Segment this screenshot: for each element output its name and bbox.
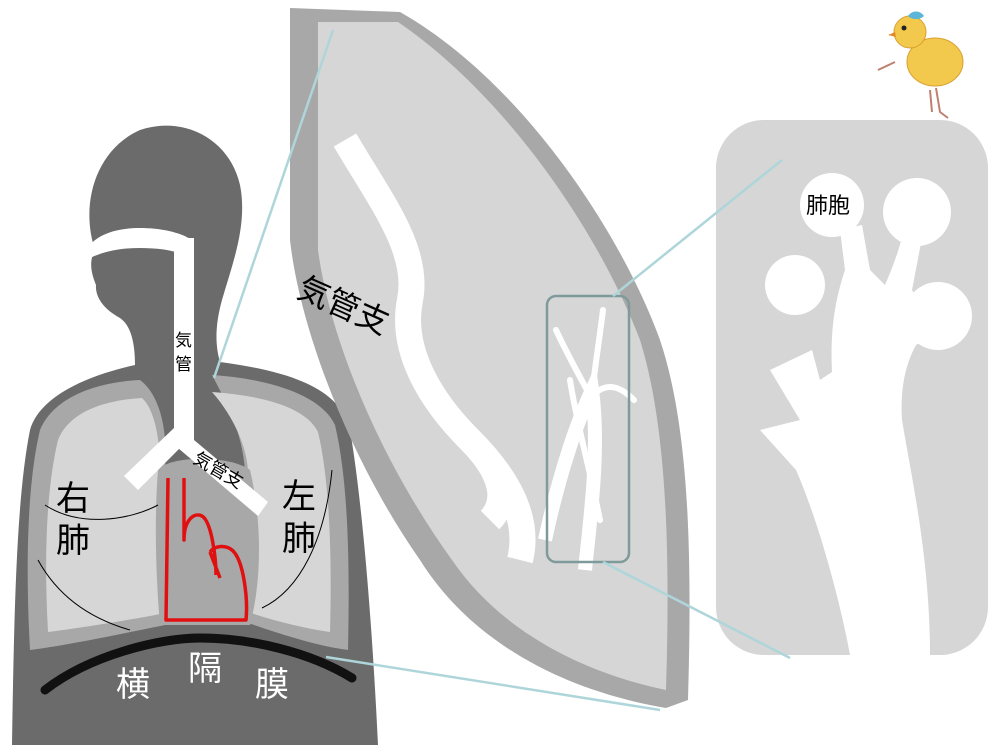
bronchiole-tree: [760, 215, 944, 655]
diaphragm-label-3: 膜: [255, 665, 289, 705]
enlarged-bronchus: [333, 133, 536, 564]
right-lung: [46, 398, 160, 632]
nasal-airway: [82, 228, 192, 262]
enlarged-lung: [290, 8, 690, 708]
connector-line: [602, 560, 791, 660]
connector-line: [212, 29, 335, 379]
chick-head: [893, 15, 927, 49]
chick-illustration: [877, 11, 964, 119]
right-lung-label-2: 肺: [56, 521, 90, 561]
right-bronchus: [124, 428, 188, 490]
torso-figure: [12, 125, 378, 746]
diaphragm: [40, 633, 357, 695]
chick-body: [906, 37, 964, 87]
chick-bow: [908, 11, 924, 19]
chick-beak: [888, 32, 896, 37]
zoom-connectors: [212, 29, 791, 712]
left-bronchus: [178, 428, 268, 516]
left-lung-label-2: 肺: [282, 519, 316, 559]
diaphragm-label-2: 隔: [188, 649, 222, 689]
trachea-label-2: 管: [175, 355, 192, 375]
enlarged-lung-inner: [318, 22, 668, 690]
diaphragm-label-1: 横: [116, 665, 150, 705]
chick-eye: [901, 25, 907, 31]
alveolus: [904, 282, 972, 350]
right-lung-fissure-lower: [37, 559, 131, 631]
zoom-box: [545, 294, 631, 564]
chick-wing: [877, 61, 896, 71]
connector-line: [325, 655, 661, 712]
trachea-label-1: 気: [175, 331, 192, 351]
alveolus: [765, 255, 825, 315]
trachea: [174, 330, 194, 440]
alveoli-panel: [716, 120, 988, 655]
alveolus: [883, 178, 951, 246]
left-lung-fissure: [261, 469, 333, 609]
alveoli-label: 肺胞: [806, 194, 850, 219]
enlarged-bronchiole-fine: [553, 307, 637, 523]
right-lung-label-1: 右: [56, 479, 90, 519]
heart: [155, 458, 259, 625]
heart-vessels: [164, 477, 249, 622]
right-lung-fissure-upper: [44, 504, 159, 520]
alveolus: [800, 173, 864, 237]
left-lung-label-1: 左: [282, 477, 316, 517]
connector-line: [612, 159, 783, 297]
chick-leg: [929, 87, 949, 119]
